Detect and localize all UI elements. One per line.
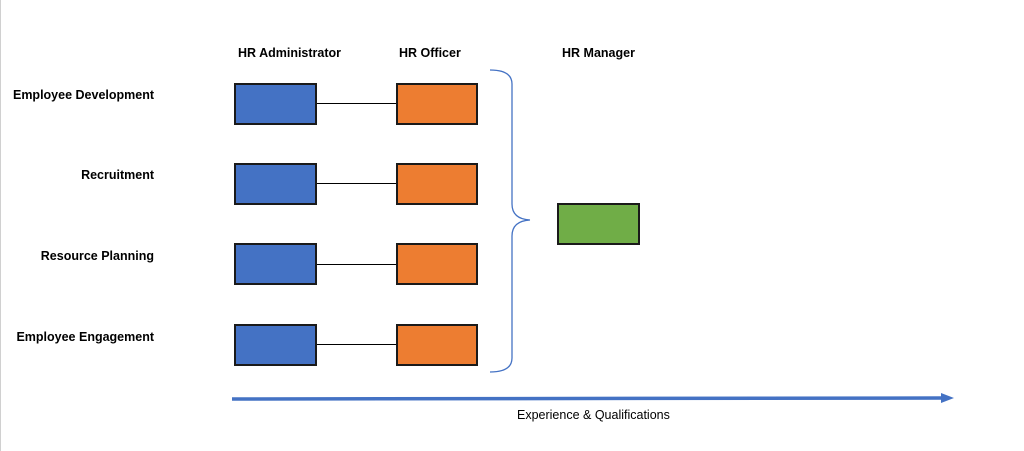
hr-officer-box-employee-development (396, 83, 478, 125)
connector-line-employee-development (317, 103, 396, 104)
hr-administrator-box-employee-development (234, 83, 317, 125)
hr-manager-box (557, 203, 640, 245)
column-header-hr-officer: HR Officer (399, 46, 461, 60)
hr-officer-box-employee-engagement (396, 324, 478, 366)
curly-brace-icon (489, 69, 531, 373)
row-label-employee-engagement: Employee Engagement (16, 330, 154, 344)
hr-administrator-box-recruitment (234, 163, 317, 205)
axis-label-experience-qualifications: Experience & Qualifications (517, 408, 670, 422)
row-label-employee-development: Employee Development (12, 88, 154, 102)
column-header-hr-administrator: HR Administrator (238, 46, 342, 60)
experience-arrow-line (231, 396, 945, 401)
column-header-hr-manager: HR Manager (562, 46, 635, 60)
hr-officer-box-recruitment (396, 163, 478, 205)
row-label-resource-planning: Resource Planning (40, 249, 154, 263)
arrow-head-icon (941, 393, 954, 403)
page-edge-line (0, 0, 1, 451)
connector-line-employee-engagement (317, 344, 396, 345)
row-label-recruitment: Recruitment (81, 168, 154, 182)
connector-line-recruitment (317, 183, 396, 184)
connector-line-resource-planning (317, 264, 396, 265)
hr-officer-box-resource-planning (396, 243, 478, 285)
hr-administrator-box-employee-engagement (234, 324, 317, 366)
hr-administrator-box-resource-planning (234, 243, 317, 285)
